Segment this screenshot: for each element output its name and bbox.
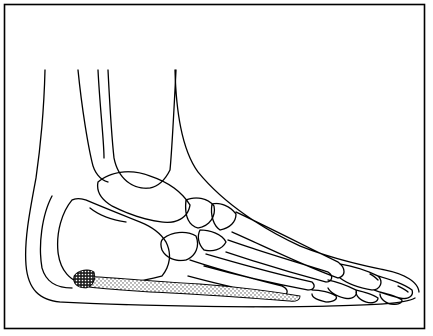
figure-border bbox=[5, 5, 425, 329]
cuneiform-bones bbox=[198, 203, 236, 250]
navicular-bone bbox=[186, 198, 215, 228]
toe-4 bbox=[356, 290, 378, 303]
fibula-inner bbox=[98, 70, 104, 158]
metatarsal-1 bbox=[232, 212, 344, 278]
calcaneus-bone bbox=[58, 199, 170, 285]
fibula-bone bbox=[78, 70, 108, 182]
toe-2 bbox=[328, 280, 356, 299]
cuboid-bone bbox=[161, 232, 198, 260]
heel-spur-spot bbox=[74, 270, 95, 288]
talus-bone bbox=[98, 172, 190, 223]
toe-3 bbox=[312, 290, 336, 302]
skin-outline-front bbox=[175, 70, 419, 292]
plantar-fascia bbox=[80, 276, 300, 301]
tibia-bone bbox=[108, 70, 176, 188]
